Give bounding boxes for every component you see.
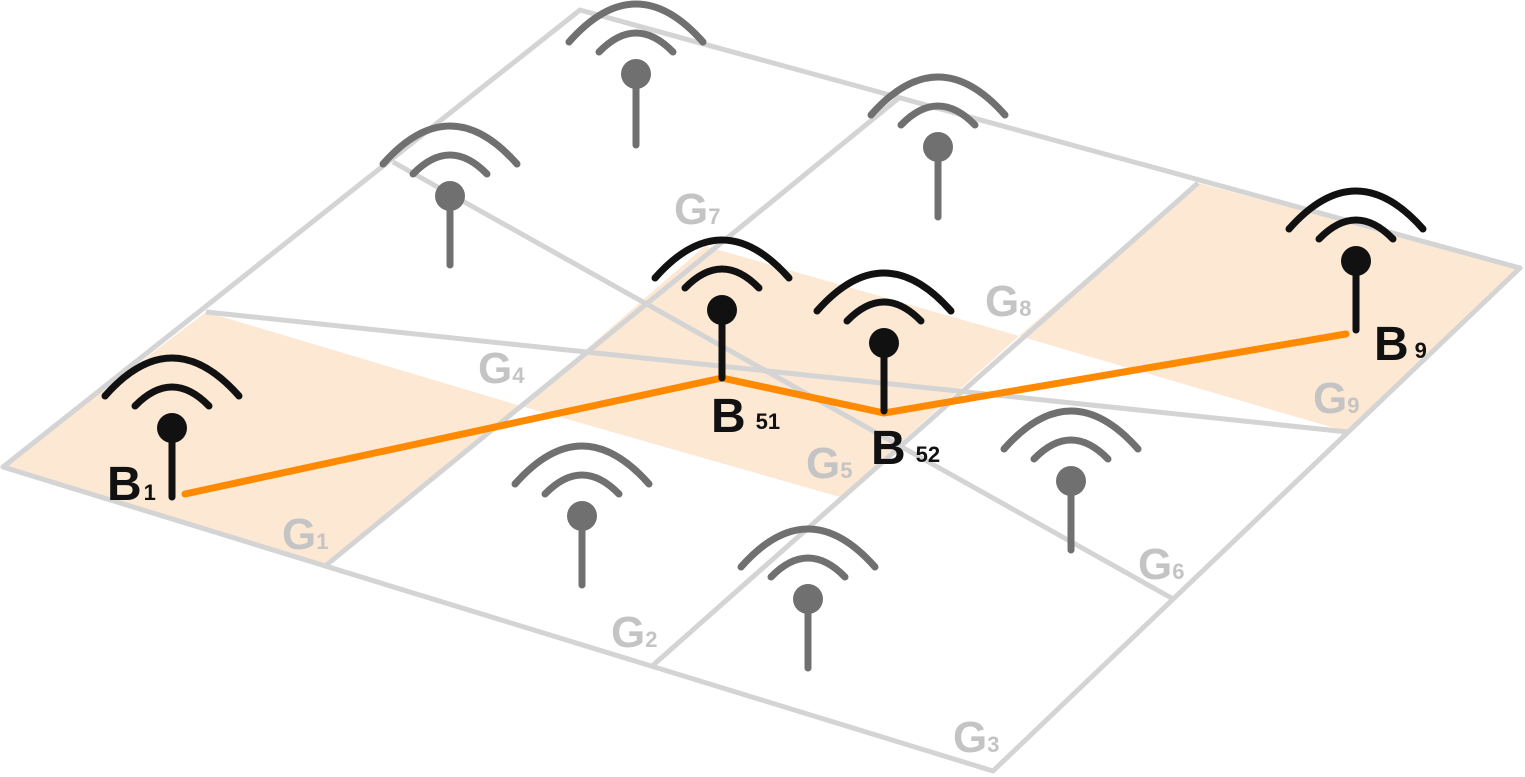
grid-label-g1-letter: G xyxy=(282,510,316,559)
signal-arc-outer xyxy=(737,525,879,571)
grid-label-g8-subscript: 8 xyxy=(1019,296,1031,321)
grid-label-g6-letter: G xyxy=(1138,540,1172,589)
signal-arc-outer xyxy=(651,236,793,282)
antenna-head xyxy=(793,584,823,614)
wifi-antenna-icon xyxy=(813,269,955,415)
cell-highlight-g1 xyxy=(3,312,521,567)
grid-label-g7-letter: G xyxy=(674,185,708,234)
grid-label-g4-letter: G xyxy=(478,344,512,393)
cell-highlight-g9 xyxy=(1019,183,1520,432)
antenna-head xyxy=(707,295,737,325)
antenna-head xyxy=(567,501,597,531)
wifi-antenna-icon xyxy=(565,0,707,149)
node-label-b1-subscript: 1 xyxy=(144,480,156,505)
node-label-b1-letter: B xyxy=(107,458,142,511)
route-line xyxy=(181,330,1350,498)
grid-label-g9-letter: G xyxy=(1313,374,1347,423)
grid-label-g6: G6 xyxy=(1138,540,1184,589)
signal-arc-inner xyxy=(767,554,849,581)
node-label-b1: B1 xyxy=(107,458,156,511)
wifi-antenna-icon xyxy=(379,122,521,269)
signal-arc-inner xyxy=(1030,436,1112,463)
node-label-b9-subscript: 9 xyxy=(1415,338,1427,363)
signal-arc-inner xyxy=(843,298,925,325)
towers xyxy=(101,0,1427,672)
grid-label-g2-letter: G xyxy=(611,608,645,657)
grid-label-g1-subscript: 1 xyxy=(316,529,328,554)
signal-arc-inner xyxy=(897,102,979,129)
grid-label-g3: G3 xyxy=(953,713,999,762)
antenna-head xyxy=(923,132,953,162)
wifi-antenna-icon xyxy=(651,236,793,382)
wifi-antenna-icon xyxy=(867,73,1009,221)
signal-arc-inner xyxy=(595,29,677,56)
signal-arc-outer xyxy=(1285,187,1427,233)
grid-label-g4: G4 xyxy=(478,344,525,393)
grid-label-g8: G8 xyxy=(985,277,1031,326)
signal-arc-outer xyxy=(813,269,955,315)
grid-label-g5-subscript: 5 xyxy=(840,458,852,483)
antenna-head xyxy=(1341,246,1371,276)
grid-label-g7: G7 xyxy=(674,185,720,234)
grid-label-g2-subscript: 2 xyxy=(645,627,657,652)
wifi-antenna-icon xyxy=(737,525,879,672)
grid-label-g1: G1 xyxy=(282,510,328,559)
wifi-antenna-icon xyxy=(511,442,653,589)
antenna-head xyxy=(157,413,187,443)
grid-label-g7-subscript: 7 xyxy=(708,204,720,229)
signal-arc-outer xyxy=(511,442,653,488)
signal-arc-outer xyxy=(565,0,707,46)
signal-arc-outer xyxy=(379,122,521,168)
node-label-b51: B 51 xyxy=(711,390,780,443)
antenna-head xyxy=(869,328,899,358)
node-label-b52-letter: B xyxy=(871,422,906,475)
grid-label-g4-subscript: 4 xyxy=(512,363,525,388)
signal-arc-outer xyxy=(1000,407,1142,453)
signal-arc-outer xyxy=(101,354,243,400)
grid-col-line-1 xyxy=(322,95,902,569)
grid-row-line-1 xyxy=(205,309,1349,435)
grid-row-line-2 xyxy=(391,159,1177,603)
antenna-head xyxy=(621,59,651,89)
grid-col-line-2 xyxy=(649,181,1200,669)
grid-label-g2: G2 xyxy=(611,608,657,657)
wifi-antenna-icon xyxy=(101,354,243,501)
node-label-b9-letter: B xyxy=(1374,318,1409,371)
grid-label-g3-subscript: 3 xyxy=(987,732,999,757)
grid-label-g8-letter: G xyxy=(985,277,1019,326)
node-label-b52-subscript: 52 xyxy=(916,442,940,467)
node-label-b52: B 52 xyxy=(871,422,940,475)
node-label-b51-letter: B xyxy=(711,390,746,443)
grid-label-g5: G5 xyxy=(806,439,852,488)
signal-arc-outer xyxy=(867,73,1009,119)
antenna-head xyxy=(435,181,465,211)
signal-arc-inner xyxy=(409,151,491,178)
signal-arc-inner xyxy=(131,383,213,410)
grid-label-g3-letter: G xyxy=(953,713,987,762)
wifi-antenna-icon xyxy=(1000,407,1142,554)
signal-arc-inner xyxy=(541,471,623,498)
signal-arc-inner xyxy=(1315,216,1397,243)
grid-label-g6-subscript: 6 xyxy=(1172,559,1184,584)
wifi-antenna-icon xyxy=(1285,187,1427,334)
grid-label-g5-letter: G xyxy=(806,439,840,488)
grid-label-g9: G9 xyxy=(1313,374,1359,423)
antenna-head xyxy=(1056,466,1086,496)
grid-label-g9-subscript: 9 xyxy=(1347,393,1359,418)
node-label-b51-subscript: 51 xyxy=(756,409,780,434)
signal-arc-inner xyxy=(681,265,763,292)
